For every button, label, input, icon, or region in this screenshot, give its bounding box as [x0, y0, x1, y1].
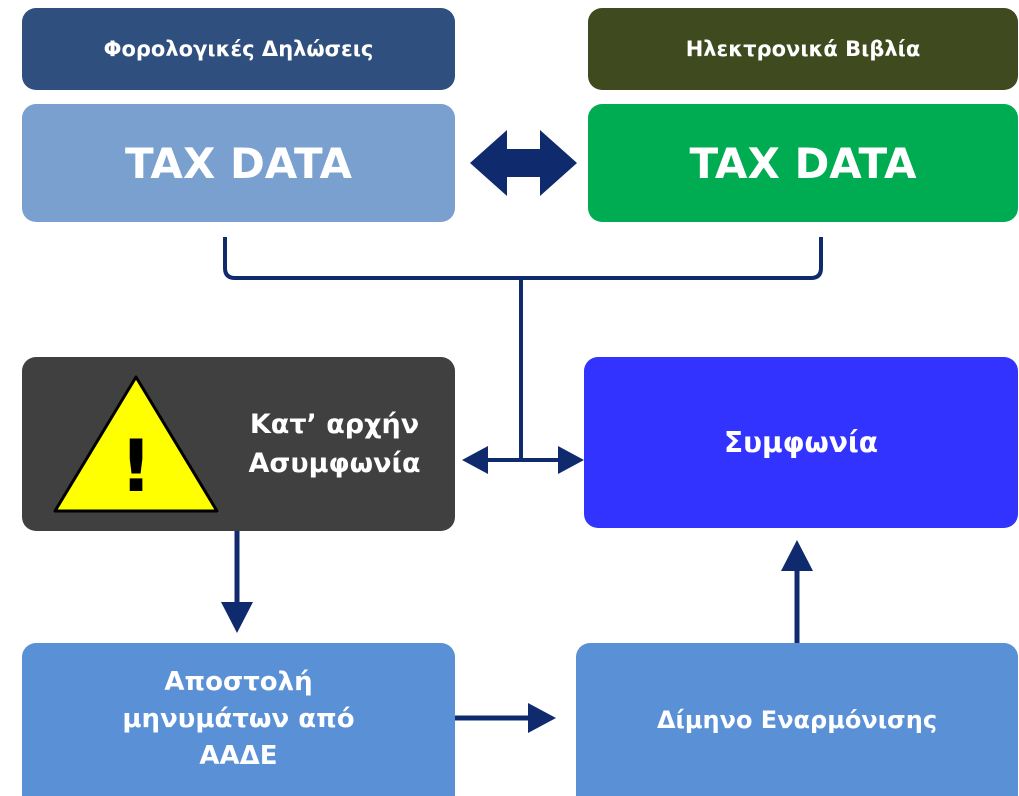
tax-data-box-right: TAX DATA — [588, 104, 1018, 222]
agreement-label: Συμφωνία — [723, 426, 879, 459]
header-tax-returns-label: Φορολογικές Δηλώσεις — [103, 37, 374, 61]
tax-data-right-label: TAX DATA — [689, 138, 917, 188]
tax-data-box-left: TAX DATA — [22, 104, 455, 222]
arrowhead-left-icon — [462, 446, 488, 474]
warning-triangle-icon: ! — [53, 375, 219, 513]
header-electronic-books-label: Ηλεκτρονικά Βιβλία — [685, 37, 921, 61]
arrowhead-up-icon — [781, 540, 813, 571]
harmonization-label: Δίμηνο Εναρμόνισης — [656, 705, 938, 734]
double-arrow-icon — [470, 130, 577, 196]
header-tax-returns: Φορολογικές Δηλώσεις — [22, 8, 455, 90]
arrowhead-down-icon — [221, 602, 253, 633]
tax-data-left-label: TAX DATA — [125, 138, 352, 188]
preliminary-mismatch-box: ! Κατ’ αρχήν Ασυμφωνία — [22, 357, 455, 531]
mismatch-text: Κατ’ αρχήν Ασυμφωνία — [212, 357, 457, 531]
arrowhead-right-lower-icon — [528, 703, 556, 733]
harmonization-period-box: Δίμηνο Εναρμόνισης — [576, 643, 1018, 796]
agreement-box: Συμφωνία — [584, 357, 1018, 528]
aade-messages-box: Αποστολή μηνυμάτων από ΑΑΔΕ — [22, 643, 455, 796]
warning-exclamation: ! — [120, 424, 153, 508]
header-electronic-books: Ηλεκτρονικά Βιβλία — [588, 8, 1018, 90]
mismatch-line-2: Ασυμφωνία — [248, 448, 421, 479]
arrowhead-right-icon — [558, 446, 584, 474]
mismatch-line-1: Κατ’ αρχήν — [249, 408, 420, 440]
messages-line-1: Αποστολή — [164, 667, 313, 698]
messages-line-2: μηνυμάτων από — [122, 704, 355, 735]
merge-bracket-connector — [223, 237, 823, 280]
messages-line-3: ΑΑΔΕ — [199, 740, 278, 771]
